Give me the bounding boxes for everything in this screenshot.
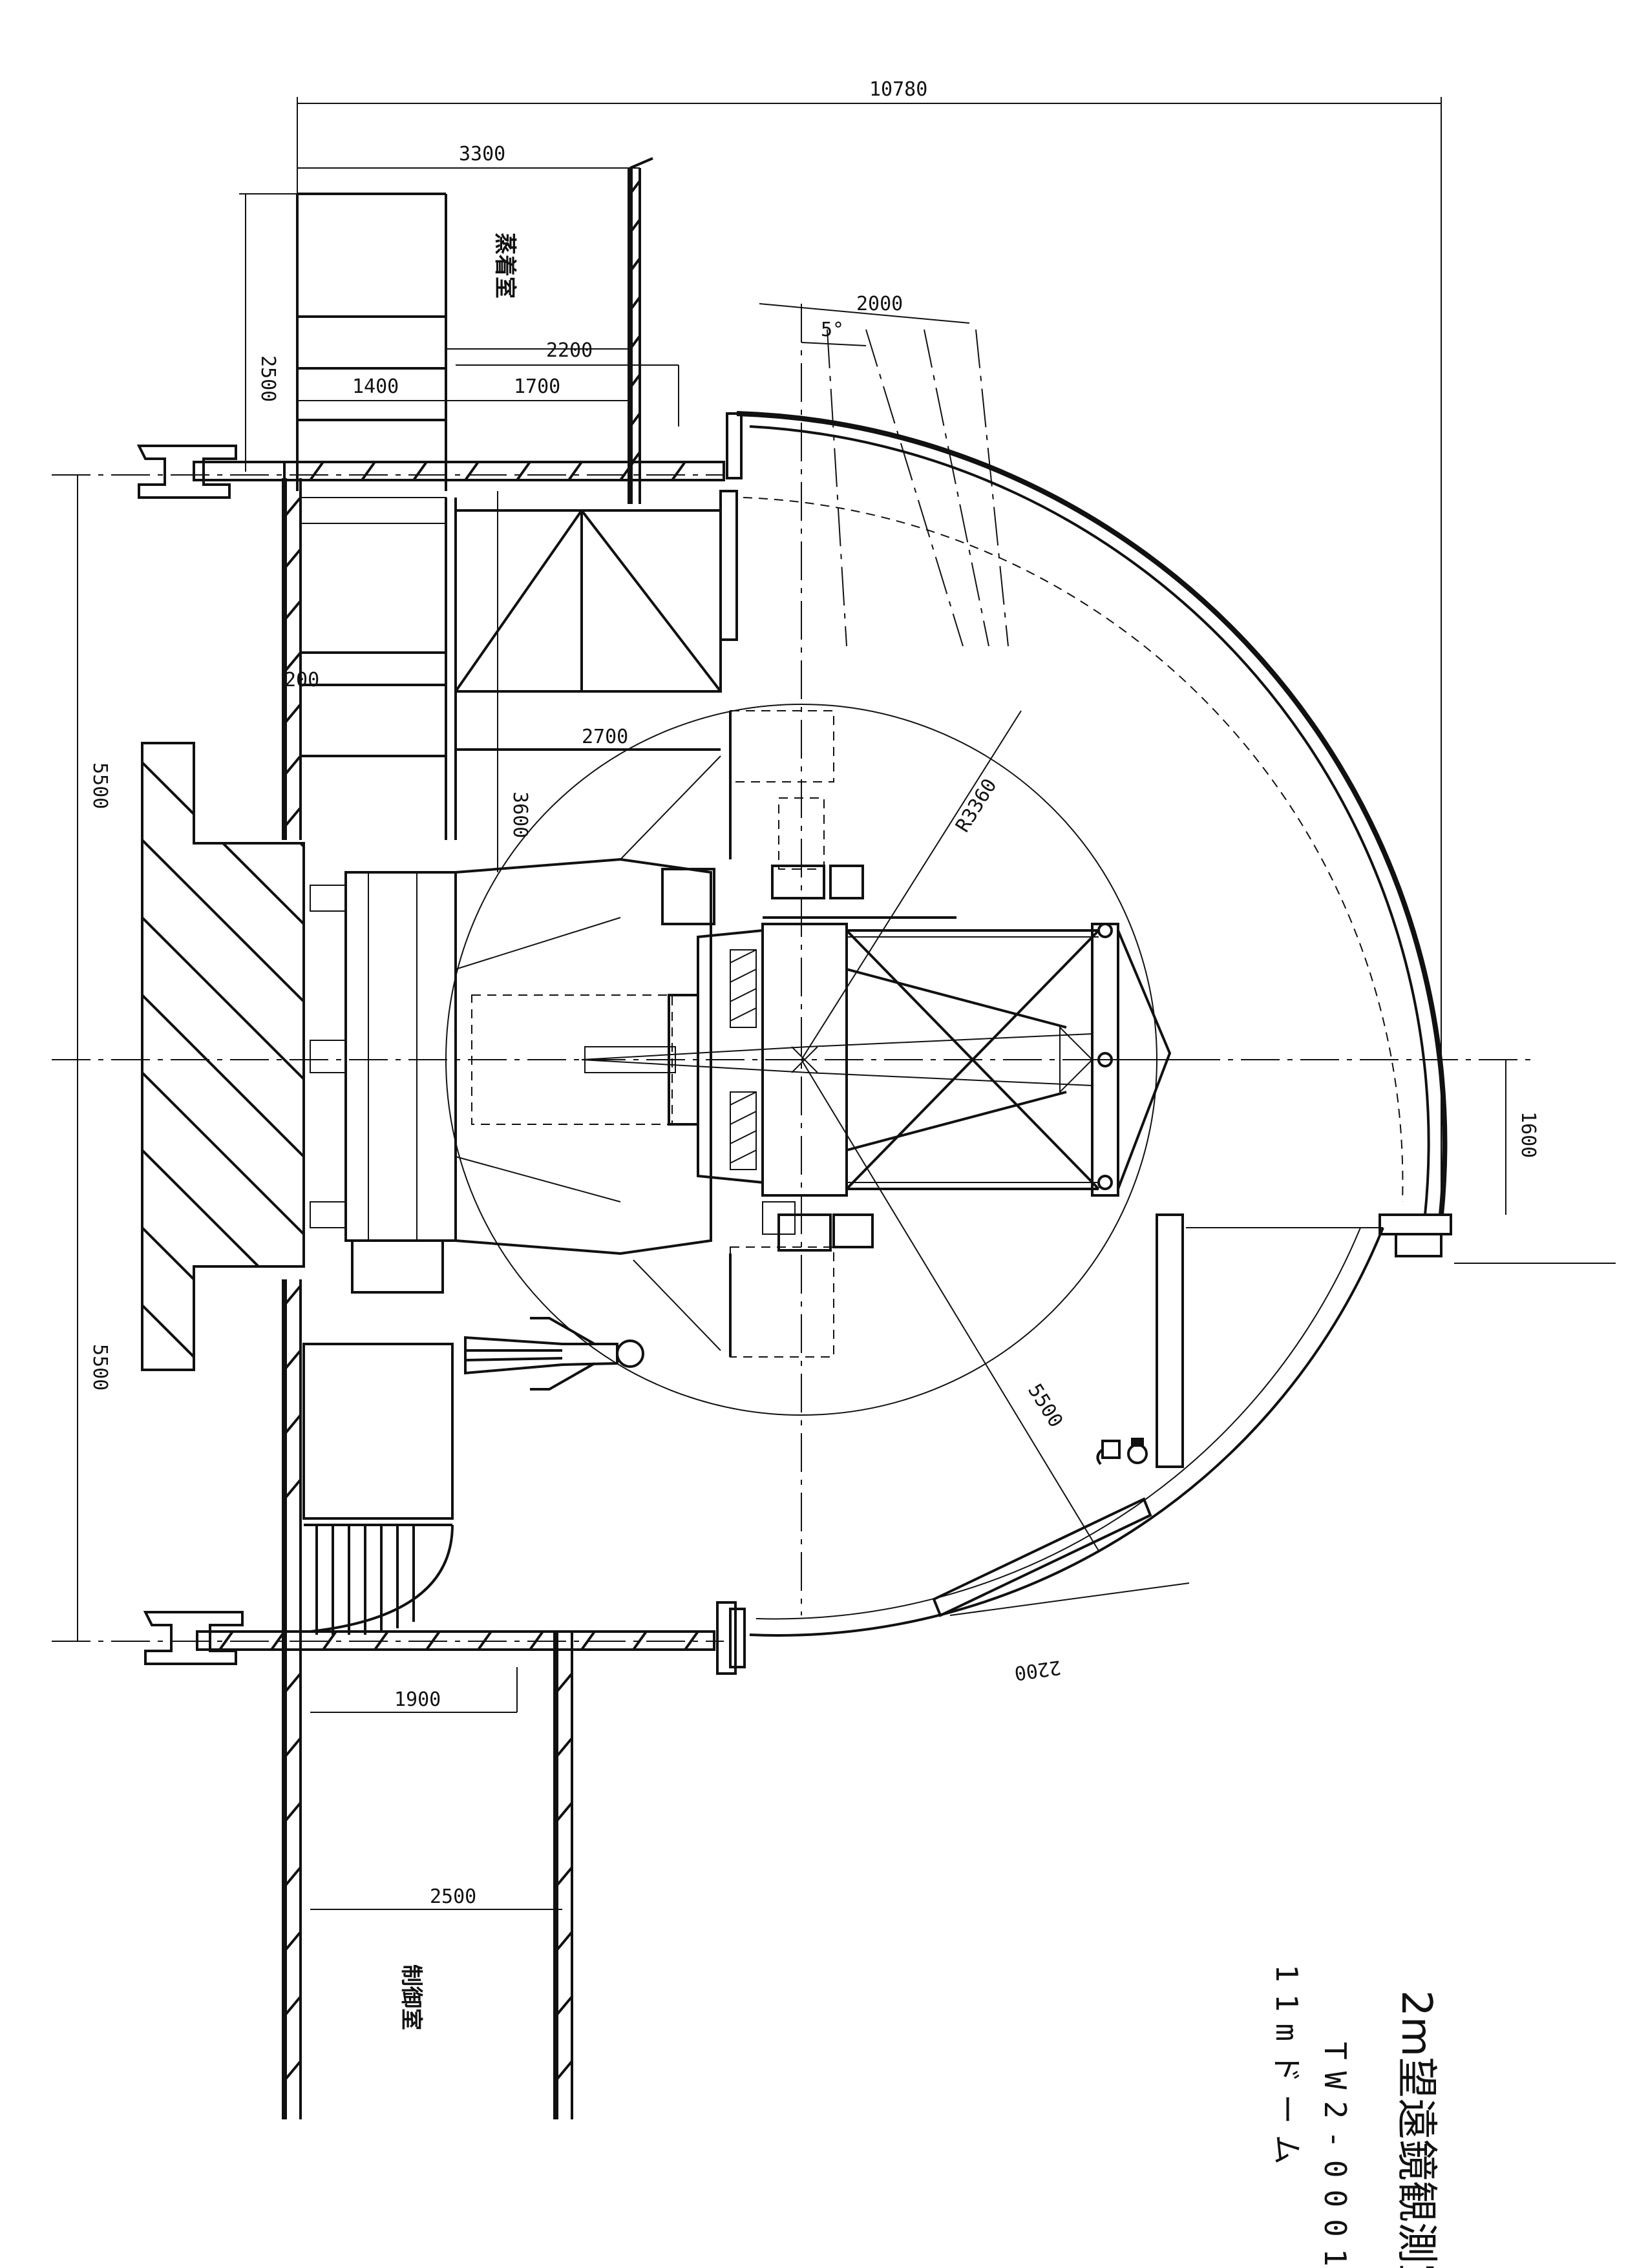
dim-2500-bottom: 2500 — [430, 1885, 476, 1908]
dome-chain-line — [743, 497, 1404, 1202]
fork-body — [454, 857, 712, 1255]
dome-wall-top-segment — [719, 490, 738, 641]
mirror-hatch — [730, 949, 757, 1170]
dimension-lines — [77, 97, 1506, 1910]
dome-outer-lower — [749, 1227, 1384, 1637]
dim-2200-slit: 2200 — [1013, 1655, 1062, 1685]
dim-3300: 3300 — [459, 143, 505, 165]
dome-shutter-block — [1395, 1233, 1442, 1257]
dec-motor-upper — [661, 868, 715, 925]
dim-200: 200 — [284, 669, 319, 691]
alum-roof-edge — [629, 157, 653, 169]
upper-beam — [300, 497, 447, 524]
fork-base — [344, 871, 457, 1242]
dimension-labels: 10780 3300 2500 2200 1400 1700 2000 5° 5… — [89, 78, 1539, 1908]
drive-box — [351, 1239, 444, 1294]
dim-2500-top: 2500 — [257, 355, 279, 402]
dim-2700: 2700 — [582, 726, 628, 748]
left-wall-lower-hatch — [283, 1285, 302, 2082]
dome-ring-bottom — [729, 1608, 746, 1668]
dome — [726, 411, 1616, 1668]
dim-2000: 2000 — [856, 293, 903, 315]
upper-slab-hatch — [309, 461, 686, 481]
slit-panel — [932, 1497, 1152, 1617]
radius-3360-line — [801, 710, 1022, 1060]
pier-cap-bottom — [143, 1611, 244, 1665]
dim-1600: 1600 — [1517, 1111, 1539, 1158]
telescope-pier — [141, 742, 305, 1371]
pier-cap-top — [136, 445, 237, 499]
dome-inner-lower — [755, 1227, 1361, 1620]
drawing-title: 2m望遠鏡観測室 — [1392, 1990, 1440, 2268]
spider-vanes — [1117, 930, 1172, 1190]
dim-1400: 1400 — [352, 375, 399, 398]
bearing-3 — [310, 1201, 346, 1228]
dome-wall-bottom-segment — [716, 1601, 737, 1675]
dec-box-lower — [777, 1213, 832, 1252]
room-label-control: 制御室 — [398, 1964, 424, 2030]
staircase — [310, 1524, 454, 1635]
wall-hatching — [629, 180, 641, 467]
dim-R3360: R3360 — [951, 775, 1002, 836]
bearing-1 — [310, 885, 346, 912]
control-wall-hatch — [555, 1672, 573, 2082]
dim-5500-lower: 5500 — [89, 1344, 111, 1391]
dim-5deg: 5° — [821, 319, 844, 341]
dec-box-upper-2 — [829, 865, 864, 899]
dim-5500-radius: 5500 — [1023, 1380, 1067, 1432]
telescope — [310, 857, 1183, 1294]
dome-inner-upper — [749, 425, 1430, 1215]
crane-hook-icon — [1096, 1438, 1148, 1465]
dec-box-lower-2 — [832, 1213, 874, 1248]
dome-shutter-edge — [1379, 1213, 1452, 1235]
truss-frame-upper — [454, 509, 722, 693]
optical-rays — [581, 1033, 1093, 1086]
dim-1900: 1900 — [394, 1688, 441, 1711]
human-figure-icon — [464, 1317, 644, 1391]
title-block: 2m望遠鏡観測室 TW2-0001/2 11mドーム — [1269, 1964, 1440, 2268]
dec-box-upper — [771, 865, 825, 899]
center-lines — [52, 304, 1538, 1642]
dim-3600: 3600 — [509, 792, 531, 838]
swing-circle — [445, 704, 1157, 1416]
pier-arm-top — [193, 461, 286, 481]
upper-slab — [283, 461, 725, 481]
dome-spec: 11mドーム — [1269, 1964, 1304, 2176]
left-wall-hatch — [283, 496, 302, 828]
lower-cabinet — [302, 1343, 454, 1520]
radius-5500-line — [801, 1059, 1099, 1551]
dome-ring-top — [726, 412, 743, 479]
secondary-mirror — [1059, 1025, 1093, 1094]
bearing-2 — [310, 1040, 346, 1073]
dim-5500-upper: 5500 — [89, 762, 111, 809]
building-structure — [136, 157, 738, 2119]
room-label-aluminizing: 蒸着室 — [492, 233, 518, 299]
dim-10780: 10780 — [869, 78, 927, 101]
wind-screen — [1156, 1213, 1184, 1468]
dim-1700: 1700 — [514, 375, 560, 398]
dim-2200-top: 2200 — [546, 339, 593, 362]
drawing-number: TW2-0001/2 — [1318, 2042, 1353, 2268]
dome-outer-upper — [736, 411, 1448, 1215]
